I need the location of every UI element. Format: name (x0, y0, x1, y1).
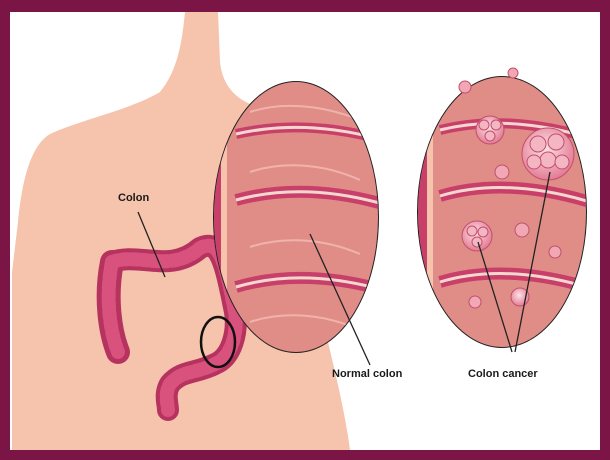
colon-cancer-view (415, 68, 590, 350)
colon-label: Colon (118, 192, 149, 204)
normal-colon-label: Normal colon (332, 368, 402, 380)
colon-illustration (10, 12, 600, 450)
colon-cancer-label: Colon cancer (468, 368, 538, 380)
illustration-panel: Colon Normal colon Colon cancer (10, 12, 600, 450)
